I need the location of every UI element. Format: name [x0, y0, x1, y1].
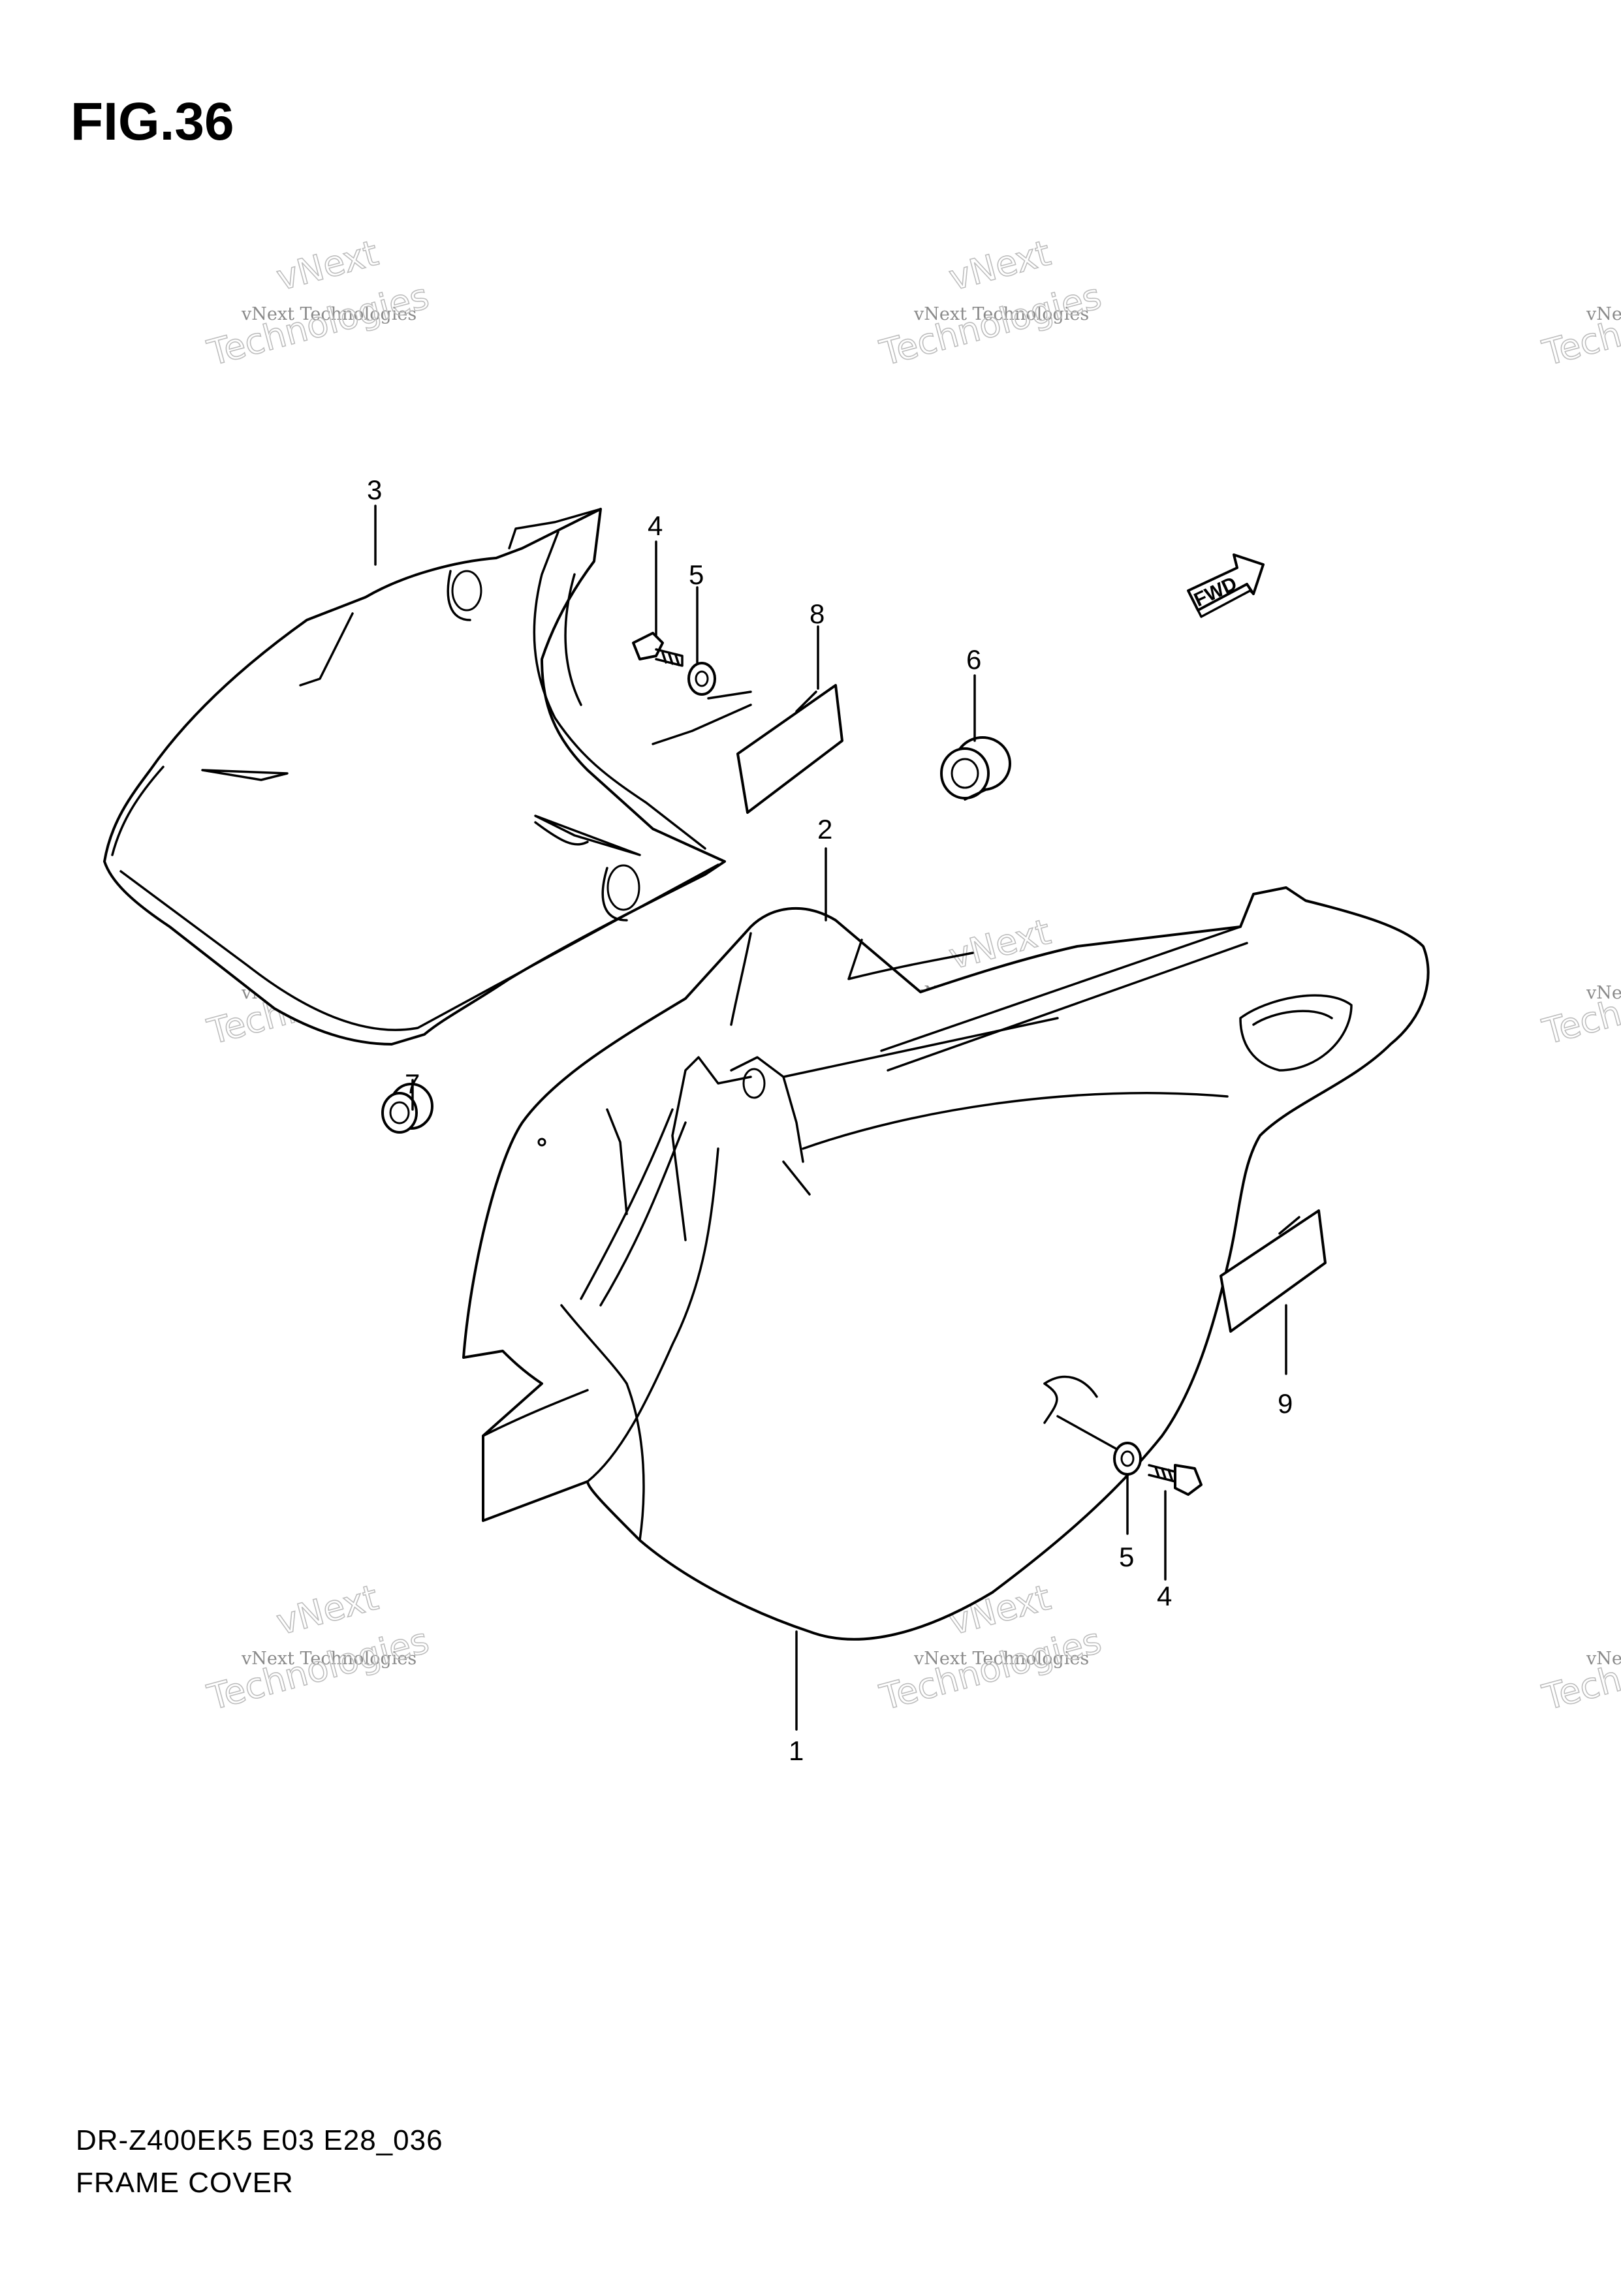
part-7-grommet [381, 1083, 433, 1134]
watermark-text: Technologies [1538, 1620, 1621, 1718]
part-9-cushion-pad [1220, 1209, 1327, 1333]
mounting-hole-icon [451, 570, 482, 612]
watermark-text: vNext Technologies [241, 304, 417, 324]
watermark-text: vNext Technologies [913, 304, 1089, 324]
watermark: vNext Technologies vNext Technologies [202, 232, 433, 375]
callout-numbers: 3 2 4 5 8 6 7 9 5 4 1 [367, 474, 1293, 1766]
part-5-washer-lower [1113, 1442, 1142, 1476]
leader-line [1056, 1415, 1118, 1450]
watermark-text: Technologies [1538, 954, 1621, 1053]
part-8-cushion-pad [736, 684, 843, 814]
watermark: vNext Technologies Technologies [1537, 954, 1621, 1053]
leader-line [652, 704, 752, 745]
part-6-grommet [940, 736, 1011, 801]
watermark-text: vNext Technologies [1586, 304, 1621, 324]
watermark: vNext Technologies vNext Technologies [875, 232, 1106, 375]
fwd-arrow-icon: FWD [1187, 553, 1265, 618]
callout-1: 1 [789, 1735, 804, 1766]
rivet-icon [537, 1138, 546, 1147]
watermark-text: vNext Technologies [1586, 983, 1621, 1003]
watermark-text: Technologies [875, 1620, 1105, 1718]
callout-8: 8 [810, 598, 825, 629]
watermark-text: vNext Technologies [241, 1649, 417, 1669]
watermark-text: Technologies [203, 1620, 433, 1718]
watermark: vNext Technologies Technologies [1537, 275, 1621, 374]
watermark-text: vNext [272, 1577, 383, 1643]
watermark-text: Technologies [203, 275, 433, 374]
callout-4: 4 [1157, 1581, 1172, 1611]
callout-2: 2 [817, 814, 832, 845]
callout-3: 3 [367, 474, 382, 505]
watermark-text: vNext [272, 232, 383, 299]
mounting-hole-icon [742, 1068, 766, 1099]
watermark-text: Technologies [875, 275, 1105, 374]
figure-title: FIG.36 [71, 92, 234, 151]
callout-6: 6 [966, 644, 981, 675]
callout-7: 7 [405, 1068, 420, 1099]
watermark: vNext Technologies vNext Technologies [202, 1576, 433, 1719]
watermark-text: vNext Technologies [913, 1649, 1089, 1669]
callout-5: 5 [1119, 1542, 1134, 1572]
mounting-hole-icon [606, 864, 640, 911]
callout-9: 9 [1278, 1388, 1293, 1419]
part-4-bolt-upper [632, 632, 684, 667]
callout-leaders [374, 504, 1287, 1731]
part-5-washer-upper [687, 662, 716, 696]
callout-4: 4 [648, 510, 663, 541]
part-3-upper-frame-cover [103, 508, 726, 1046]
watermark-text: Technologies [1538, 275, 1621, 374]
watermark-text: vNext [945, 232, 1055, 299]
part-1-2-main-frame-cover [462, 886, 1430, 1641]
section-name: FRAME COVER [76, 2167, 294, 2199]
watermark-text: vNext Technologies [1586, 1649, 1621, 1669]
callout-5: 5 [689, 559, 704, 590]
model-code: DR-Z400EK5 E03 E28_036 [76, 2124, 443, 2156]
leader-line [707, 690, 752, 700]
watermark: vNext Technologies Technologies [1537, 1619, 1621, 1718]
part-4-bolt-lower [1148, 1464, 1203, 1496]
